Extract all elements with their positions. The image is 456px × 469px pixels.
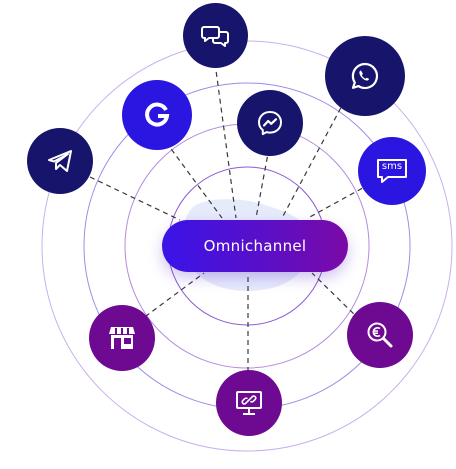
euro-search-channel-node[interactable] xyxy=(347,302,413,368)
messenger-icon xyxy=(256,109,284,137)
connector-store xyxy=(137,272,205,323)
google-icon xyxy=(143,101,171,129)
telegram-icon xyxy=(46,148,74,174)
connector-chat xyxy=(214,62,237,219)
euro-search-icon xyxy=(365,320,395,350)
web-channel-node[interactable] xyxy=(216,370,282,436)
connector-telegram xyxy=(89,176,181,221)
connector-sms xyxy=(307,183,371,219)
whatsapp-channel-node[interactable] xyxy=(325,36,405,116)
sms-bubble-icon: sms xyxy=(375,157,409,185)
whatsapp-icon xyxy=(349,60,381,92)
google-channel-node[interactable] xyxy=(122,80,192,150)
telegram-channel-node[interactable] xyxy=(27,128,93,194)
sms-channel-node[interactable]: sms xyxy=(358,137,426,205)
connector-whatsapp xyxy=(281,99,346,219)
storefront-icon xyxy=(107,324,137,352)
connector-messenger xyxy=(255,147,270,219)
omnichannel-label[interactable]: Omnichannel xyxy=(162,220,348,272)
connector-google xyxy=(165,141,223,219)
store-channel-node[interactable] xyxy=(89,305,155,371)
connector-euro xyxy=(311,272,361,321)
sms-label: sms xyxy=(381,161,403,172)
monitor-link-icon xyxy=(234,389,264,417)
chat-bubbles-icon xyxy=(200,23,231,49)
chat-channel-node[interactable] xyxy=(183,3,248,68)
messenger-channel-node[interactable] xyxy=(237,90,303,156)
